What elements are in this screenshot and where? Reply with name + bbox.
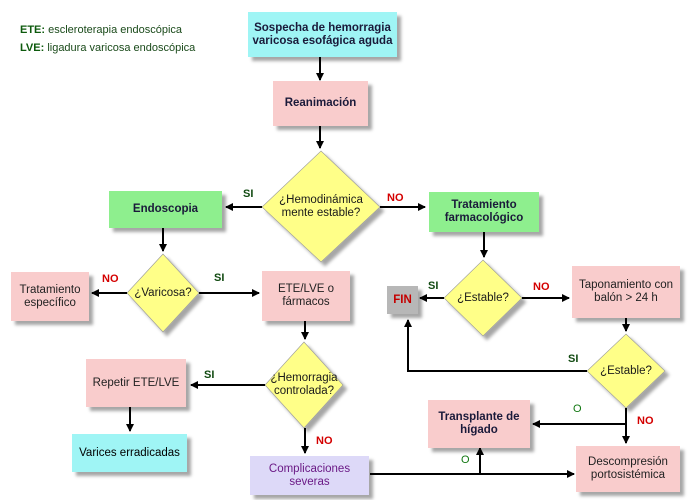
legend-lve: LVE: ligadura varicosa endoscópica	[20, 42, 196, 54]
legend-ete: ETE: escleroterapia endoscópica	[20, 24, 183, 36]
node-tratamiento-especifico: Tratamiento específico	[11, 272, 89, 321]
label-no-estable2: NO	[637, 415, 654, 427]
label-no-hemorragia: NO	[316, 435, 333, 447]
node-hemorragia-controlada: ¿Hemorragia controlada?	[270, 372, 338, 397]
label-si-estable2: SI	[568, 353, 579, 365]
node-tratamiento-farmacologico: Tratamiento farmacológico	[429, 192, 539, 232]
node-repetir: Repetir ETE/LVE	[86, 359, 186, 407]
node-hemodinamica: ¿Hemodinámica mente estable?	[279, 194, 363, 219]
node-varices-erradicadas: Varices erradicadas	[72, 434, 187, 472]
node-complicaciones: Complicaciones severas	[250, 456, 369, 495]
label-o-transplante: O	[573, 403, 582, 415]
node-ete-lve: ETE/LVE o fármacos	[262, 271, 350, 321]
node-endoscopia: Endoscopia	[109, 191, 222, 228]
diamond-varicosa	[126, 253, 200, 333]
label-si-estable1: SI	[428, 280, 439, 292]
node-sospecha: Sospecha de hemorragia varicosa esofágic…	[248, 12, 397, 57]
label-o-complicaciones: O	[461, 454, 470, 466]
node-varicosa: ¿Varicosa?	[134, 287, 192, 299]
node-fin: FIN	[387, 286, 418, 314]
node-reanimacion: Reanimación	[273, 81, 368, 126]
node-estable1: ¿Estable?	[457, 292, 509, 304]
diamond-hemodinamica	[261, 150, 381, 263]
label-si-hemorragia: SI	[204, 369, 215, 381]
label-si-hemodinamica: SI	[243, 188, 254, 200]
label-no-estable1: NO	[533, 281, 550, 293]
diamond-estable1	[443, 259, 523, 337]
label-no-hemodinamica: NO	[387, 192, 404, 204]
node-descompresion: Descompresión portosistémica	[576, 446, 680, 492]
label-si-varicosa: SI	[214, 272, 225, 284]
node-transplante: Transplante de hígado	[428, 400, 530, 448]
node-estable2: ¿Estable?	[600, 365, 652, 377]
node-taponamiento: Taponamiento con balón > 24 h	[572, 266, 680, 318]
label-no-varicosa: NO	[102, 273, 119, 285]
edge-estable2-fin	[404, 319, 587, 372]
